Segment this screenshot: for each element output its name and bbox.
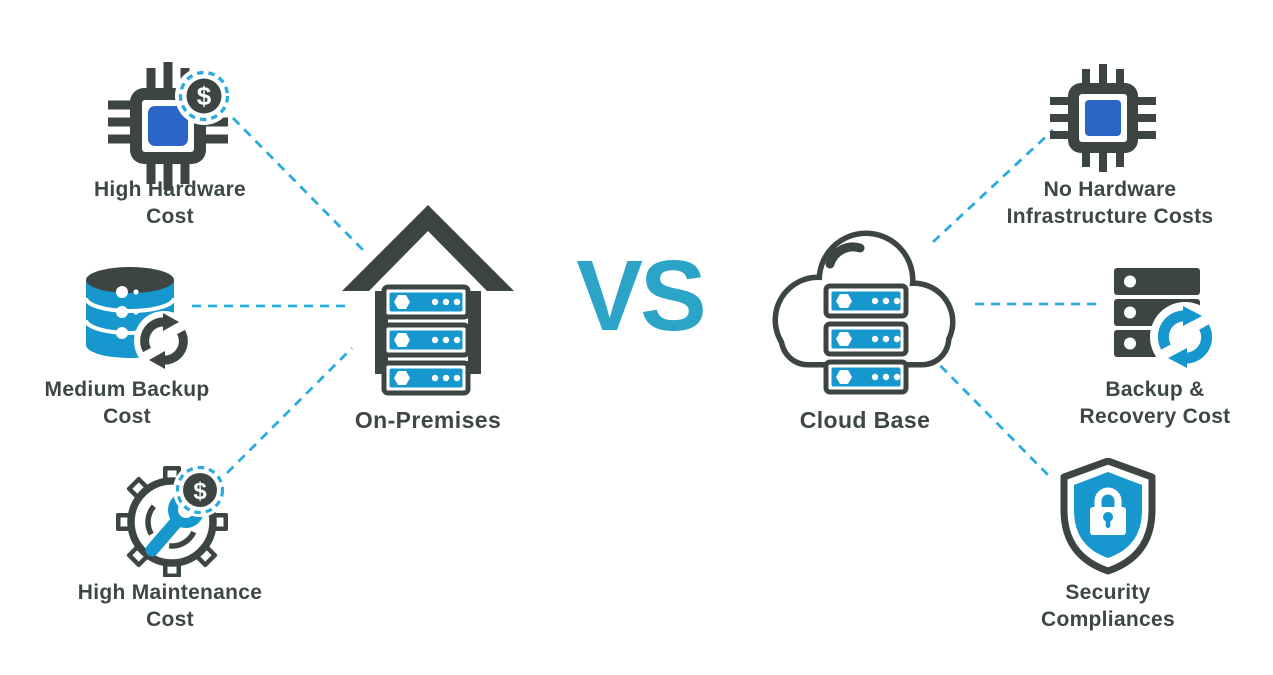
label-line-2: Compliances: [1040, 608, 1175, 631]
label-line-1: No Hardware: [1043, 178, 1177, 201]
lock: [1090, 487, 1126, 535]
label-line-2: Cost: [146, 608, 194, 631]
sync-badge: [134, 311, 194, 371]
label-line-1: High Maintenance: [77, 581, 263, 604]
cloud-servers-icon: [772, 230, 956, 395]
label-line-1: On-Premises: [354, 407, 502, 433]
connector-maintenance-line: [226, 347, 353, 474]
cpu-chip-dollar-icon: $: [108, 62, 233, 190]
dollar-badge: $: [175, 67, 233, 125]
label-line-1: Backup &: [1105, 378, 1205, 401]
gear-wrench-dollar-icon: $: [116, 463, 228, 577]
on-premises-label: On-Premises: [303, 406, 553, 434]
label-line-1: High Hardware: [93, 178, 247, 201]
dollar-sign: $: [197, 81, 212, 111]
cloud-base-label: Cloud Base: [740, 406, 990, 434]
dollar-badge: $: [173, 463, 227, 517]
label-line-2: Cost: [103, 405, 151, 428]
medium-backup-cost-label: Medium Backup Cost: [2, 376, 252, 430]
server-rack: [381, 284, 471, 396]
security-compliances-label: Security Compliances: [983, 579, 1233, 633]
high-hardware-cost-label: High Hardware Cost: [45, 176, 295, 230]
label-line-2: Recovery Cost: [1079, 405, 1231, 428]
cpu-chip-icon: [1050, 64, 1156, 172]
label-line-2: Infrastructure Costs: [1006, 205, 1214, 228]
sync-badge: [1150, 302, 1220, 372]
vs-label: VS: [576, 240, 706, 352]
label-line-2: Cost: [146, 205, 194, 228]
label-line-1: Medium Backup: [44, 378, 210, 401]
shield-lock-icon: [1060, 458, 1156, 575]
high-maintenance-cost-label: High Maintenance Cost: [45, 579, 295, 633]
house-servers-icon: [342, 205, 514, 396]
label-line-1: Security: [1065, 581, 1151, 604]
server-rack: [823, 283, 909, 395]
label-line-1: Cloud Base: [799, 407, 931, 433]
no-hardware-label: No Hardware Infrastructure Costs: [985, 176, 1235, 230]
backup-recovery-label: Backup & Recovery Cost: [1030, 376, 1273, 430]
database-backup-icon: [84, 267, 194, 371]
dollar-sign: $: [193, 478, 207, 505]
connector-no-hardware-line: [932, 128, 1054, 244]
server-recovery-icon: [1114, 268, 1220, 372]
